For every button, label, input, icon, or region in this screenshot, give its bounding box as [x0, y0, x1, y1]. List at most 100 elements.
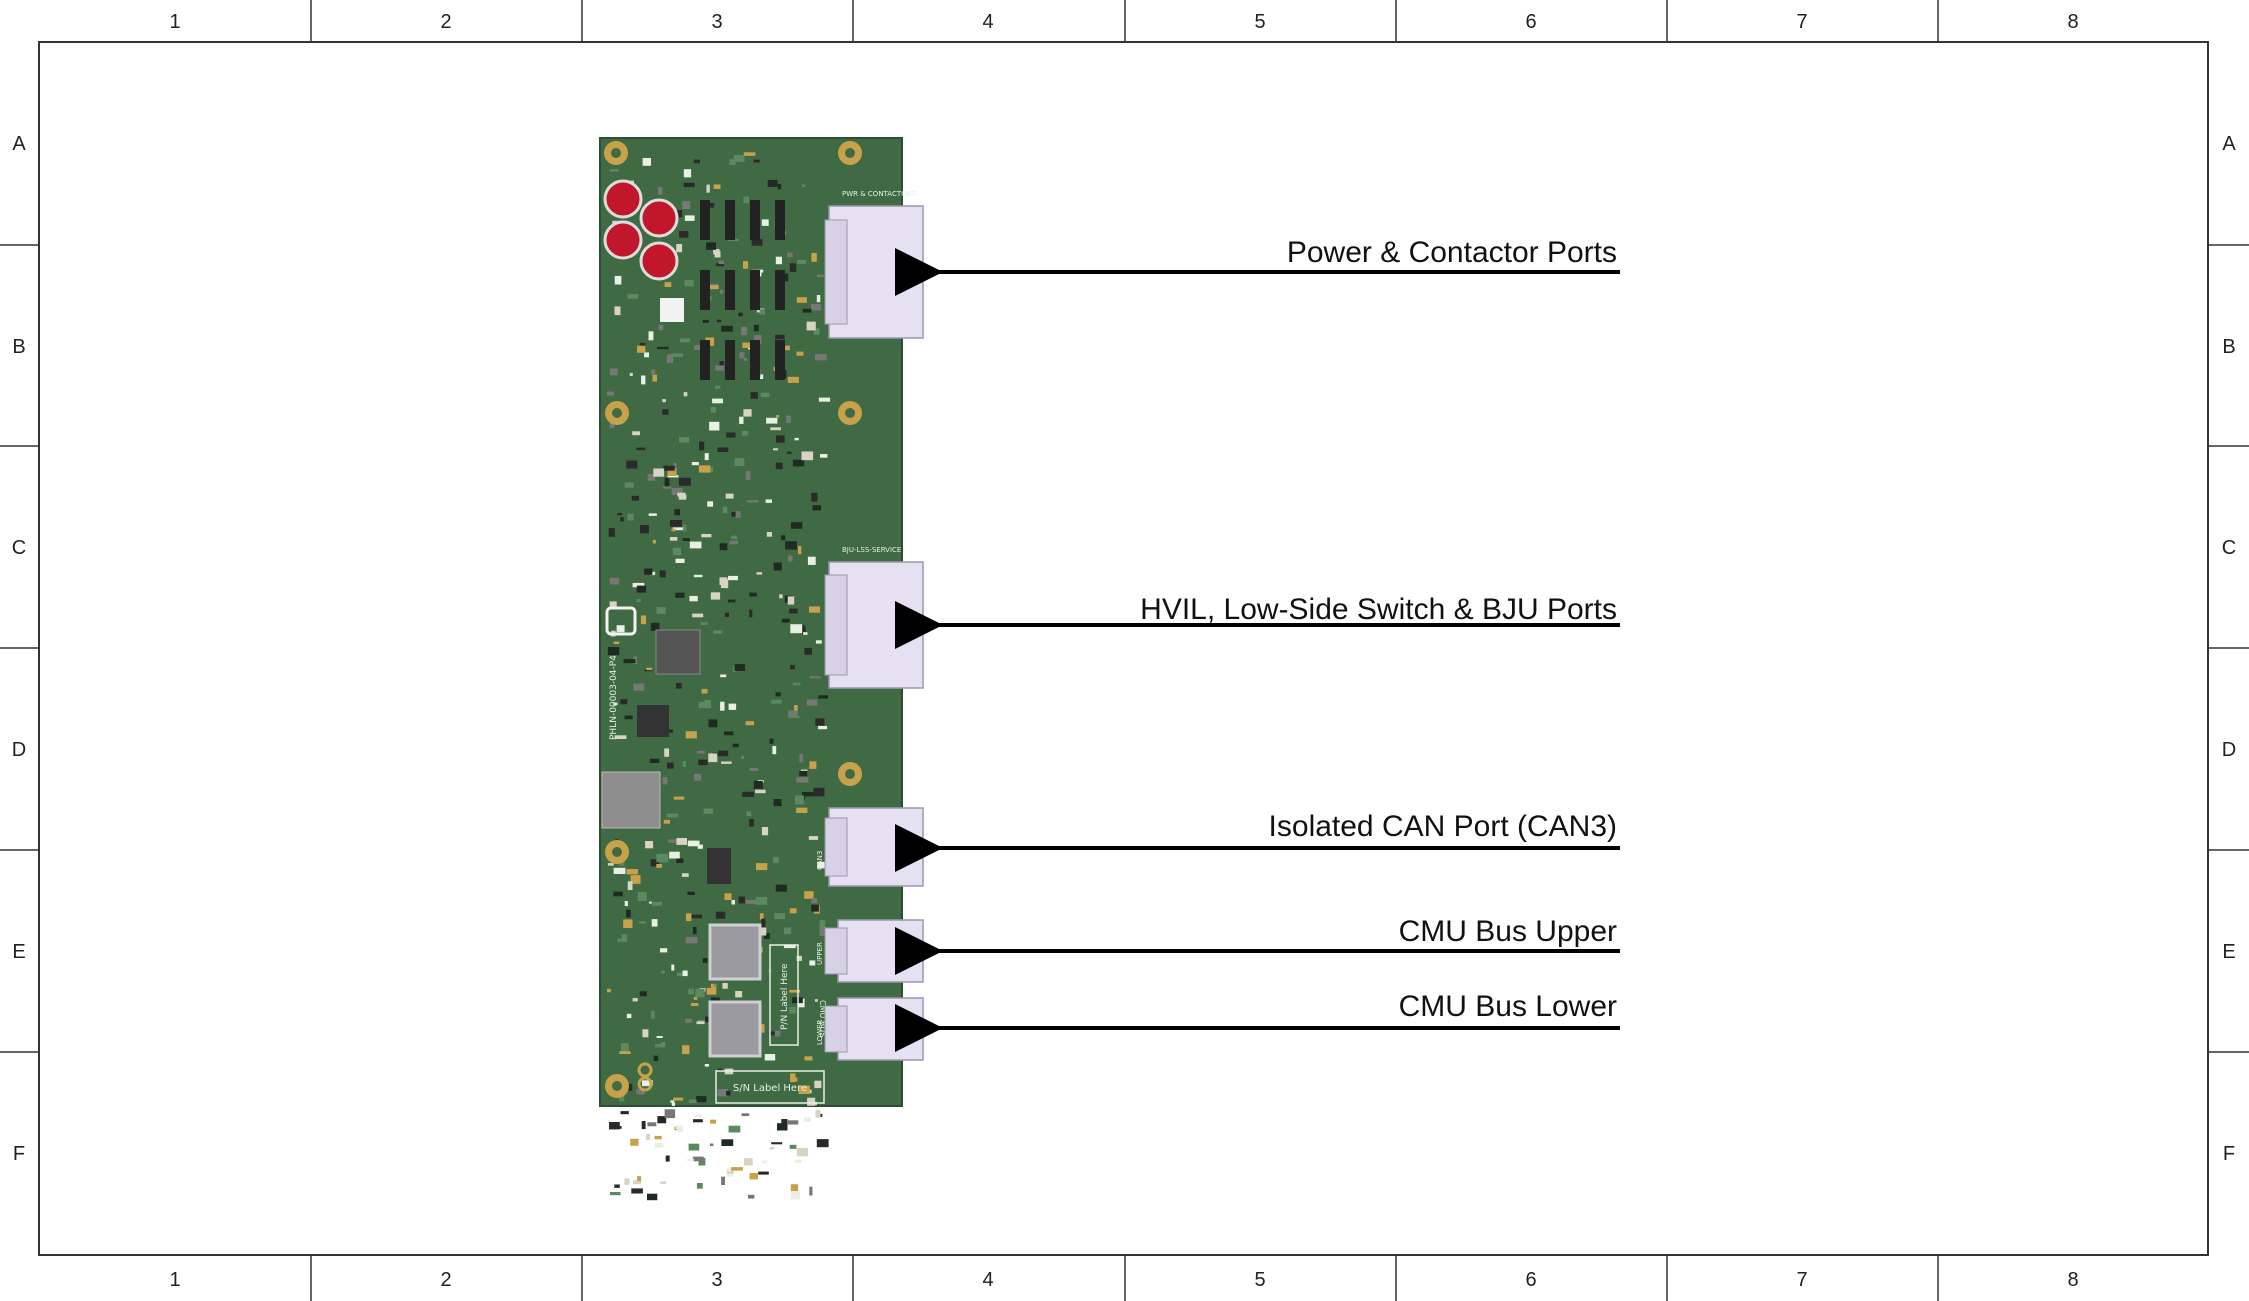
ic-package — [750, 270, 760, 310]
smd-component — [674, 509, 681, 516]
capacitor — [603, 220, 643, 260]
smd-component — [797, 259, 807, 264]
smd-component — [609, 577, 620, 585]
part-number-text: PHLN-00003-04-P4 — [609, 655, 619, 740]
smd-component — [789, 1006, 796, 1014]
smd-component — [627, 513, 634, 521]
smd-component — [788, 710, 798, 718]
smd-component — [814, 1080, 822, 1089]
smd-component — [707, 501, 714, 507]
smd-component — [761, 827, 769, 836]
row-label-right-b: B — [2222, 336, 2235, 358]
smd-component — [678, 494, 687, 500]
smd-component — [653, 1055, 659, 1061]
smd-component — [792, 459, 805, 467]
smd-component — [698, 759, 708, 766]
smd-component — [809, 606, 821, 613]
smd-component — [766, 417, 778, 424]
smd-component — [781, 535, 786, 541]
smd-component — [794, 437, 799, 441]
smd-component — [688, 988, 694, 995]
ic-package — [775, 340, 785, 380]
smd-component — [651, 571, 656, 576]
row-label-left-b: B — [12, 336, 25, 358]
smd-component — [667, 839, 677, 843]
smd-component — [745, 899, 757, 904]
smd-component — [815, 718, 825, 726]
smd-component — [724, 612, 729, 617]
smd-component — [651, 919, 658, 927]
sn-label-box — [715, 1070, 825, 1104]
smd-component — [642, 1080, 653, 1087]
smd-component — [633, 683, 645, 691]
smd-component — [775, 692, 781, 697]
smd-component — [687, 840, 700, 847]
smd-component — [749, 609, 753, 618]
smd-component — [785, 345, 790, 351]
smd-component — [759, 309, 765, 315]
cmu-bus-silk: CMU BUS — [818, 1000, 827, 1037]
row-label-right-f: F — [2223, 1143, 2235, 1165]
col-label-top-7: 7 — [1796, 11, 1807, 33]
ic-package — [725, 200, 735, 240]
smd-component — [790, 624, 803, 634]
smd-component — [720, 701, 725, 711]
smd-component — [795, 1159, 802, 1163]
callout-isolated-can: Isolated CAN Port (CAN3) — [895, 810, 1620, 872]
col-label-bottom-1: 1 — [169, 1269, 180, 1291]
smd-component — [733, 155, 745, 162]
smd-component — [755, 897, 768, 905]
smd-component — [744, 1158, 753, 1166]
smd-component — [775, 462, 783, 470]
smd-component — [663, 465, 675, 471]
smd-component — [620, 699, 628, 705]
smd-component — [641, 1121, 646, 1130]
smd-component — [792, 682, 801, 686]
smd-component — [755, 789, 766, 794]
smd-component — [662, 777, 668, 785]
smd-component — [658, 325, 664, 331]
smd-component — [636, 1089, 645, 1095]
smd-component — [659, 570, 666, 578]
capacitor — [639, 241, 679, 281]
smd-component — [695, 988, 705, 998]
smd-component — [689, 595, 698, 602]
smd-component — [653, 468, 665, 477]
smd-component — [673, 1097, 684, 1101]
smd-component — [632, 1180, 642, 1185]
smd-component — [738, 312, 743, 317]
smd-component — [764, 933, 770, 939]
smd-component — [714, 251, 721, 258]
smd-component — [796, 1148, 809, 1157]
smd-component — [613, 891, 623, 897]
smd-component — [741, 755, 744, 759]
smd-component — [721, 761, 732, 764]
smd-component — [682, 761, 686, 767]
smd-component — [682, 538, 690, 541]
smd-component — [772, 746, 777, 755]
smd-component — [676, 858, 684, 863]
smd-component — [761, 219, 769, 226]
smd-component — [706, 987, 717, 995]
sn-label-text: S/N Label Here — [733, 1083, 807, 1094]
smd-component — [722, 983, 728, 989]
smd-component — [789, 716, 800, 719]
smd-component — [666, 354, 674, 363]
callout-label-hvil-lss-bju: HVIL, Low-Side Switch & BJU Ports — [1140, 593, 1617, 626]
smd-component — [724, 893, 732, 900]
smd-component — [629, 372, 633, 376]
smd-component — [647, 474, 656, 481]
smd-component — [704, 1064, 709, 1067]
smd-component — [748, 1194, 755, 1199]
smd-component — [813, 787, 825, 797]
smd-component — [626, 1013, 632, 1019]
smd-component — [624, 482, 634, 488]
smd-component — [741, 431, 748, 436]
smd-component — [787, 596, 795, 605]
smd-component — [640, 615, 647, 625]
isolator-chip — [707, 848, 731, 884]
smd-component — [758, 1171, 769, 1175]
smd-component — [698, 465, 711, 473]
pcb-board: P/N Label Here S/N Label Here PHLN-00003… — [599, 137, 924, 1201]
smd-component — [715, 365, 724, 371]
